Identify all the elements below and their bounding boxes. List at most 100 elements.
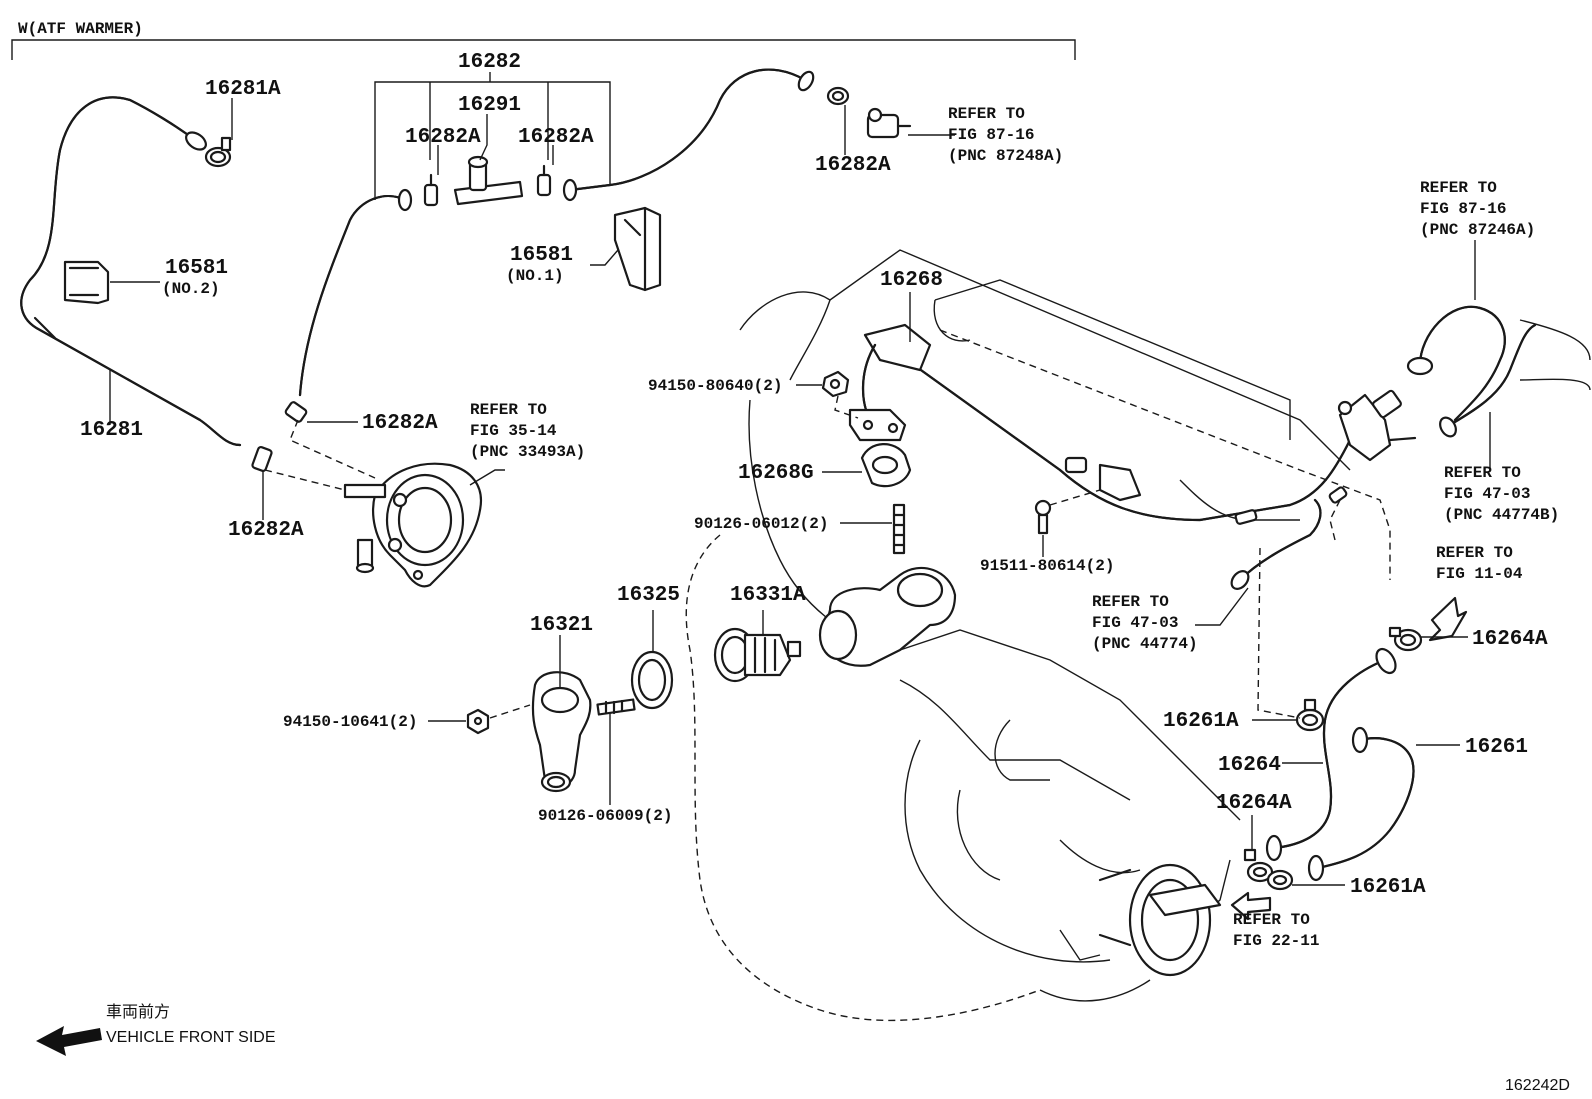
- hose-bracket-16581-no2: [63, 260, 110, 305]
- svg-text:FIG 35-14: FIG 35-14: [470, 422, 557, 440]
- water-inlet-housing: [818, 566, 957, 667]
- svg-text:FIG 22-11: FIG 22-11: [1233, 932, 1319, 950]
- ref-22-11: REFER TO FIG 22-11: [1233, 911, 1319, 950]
- gasket-16268g: [860, 443, 912, 488]
- svg-text:(PNC 33493A): (PNC 33493A): [470, 443, 585, 461]
- label-16291: 16291: [458, 94, 521, 117]
- label-16282: 16282: [458, 51, 521, 74]
- label-16331a: 16331A: [730, 584, 806, 607]
- stud-90126-06009: [596, 698, 636, 716]
- svg-text:FIG 47-03: FIG 47-03: [1092, 614, 1178, 632]
- label-16321: 16321: [530, 614, 593, 637]
- label-90126-06009: 90126-06009(2): [538, 807, 672, 825]
- water-junction: [1337, 389, 1417, 462]
- gasket-16325: [630, 650, 674, 710]
- ref-47-03-mid: REFER TO FIG 47-03 (PNC 44774): [1092, 593, 1198, 653]
- svg-text:(PNC 44774B): (PNC 44774B): [1444, 506, 1559, 524]
- hose-clamp-right-mid: [1234, 486, 1348, 525]
- label-16282a-3: 16282A: [815, 154, 891, 177]
- hose-clamp-16281a: [204, 136, 232, 168]
- hose-clamp-16282a-top-right: [826, 86, 850, 106]
- label-16261: 16261: [1465, 736, 1528, 759]
- section-title: W(ATF WARMER): [18, 20, 143, 38]
- label-16581-no2-sub: (NO.2): [162, 280, 220, 298]
- svg-text:REFER TO: REFER TO: [1444, 464, 1521, 482]
- svg-text:REFER TO: REFER TO: [948, 105, 1025, 123]
- label-90126-06012: 90126-06012(2): [694, 515, 828, 533]
- label-16581-no1-sub: (NO.1): [506, 267, 564, 285]
- label-16261a-2: 16261A: [1350, 876, 1426, 899]
- water-inlet-16321: [531, 671, 592, 793]
- hose-bracket-16581-no1: [613, 206, 662, 292]
- leader-lines: [109, 72, 1491, 886]
- svg-text:(PNC 87248A): (PNC 87248A): [948, 147, 1063, 165]
- dashed-link-nut-2: [489, 704, 531, 719]
- label-16282a-2: 16282A: [518, 126, 594, 149]
- hose-16264: [1265, 647, 1397, 862]
- water-outlet: [1098, 863, 1222, 977]
- label-16282a-4: 16282A: [362, 412, 438, 435]
- front-direction-arrow-icon: [36, 1026, 102, 1056]
- label-16281a: 16281A: [205, 78, 281, 101]
- dashed-link-warmer-2: [264, 469, 346, 491]
- ref-87-16-top: REFER TO FIG 87-16 (PNC 87248A): [948, 105, 1063, 165]
- dashed-link-nut: [834, 395, 859, 419]
- hose-clamp-16282a-upper-left: [423, 173, 439, 207]
- bolt-91511-80614: [1034, 499, 1052, 535]
- dashed-link-bolt: [1049, 489, 1101, 506]
- svg-text:REFER TO: REFER TO: [470, 401, 547, 419]
- svg-text:FIG 11-04: FIG 11-04: [1436, 565, 1523, 583]
- ref-87-16-right: REFER TO FIG 87-16 (PNC 87246A): [1420, 179, 1535, 239]
- label-16281: 16281: [80, 419, 143, 442]
- hose-44774: [1230, 498, 1322, 590]
- dashed-link-right: [1257, 547, 1301, 719]
- label-16282a-1: 16282A: [405, 126, 481, 149]
- vacuum-valve-87248a: [866, 107, 912, 139]
- hose-16282: [298, 68, 815, 397]
- label-94150-80640: 94150-80640(2): [648, 377, 782, 395]
- svg-text:(PNC 87246A): (PNC 87246A): [1420, 221, 1535, 239]
- label-16264a-1: 16264A: [1472, 628, 1548, 651]
- hose-44774b: [1439, 323, 1537, 438]
- section-bracket: [11, 39, 1076, 60]
- dashed-boundary: [685, 534, 1041, 1022]
- hose-16261: [1307, 726, 1415, 882]
- hose-clamp-16264a-top: [1388, 626, 1423, 652]
- label-16268: 16268: [880, 269, 943, 292]
- label-16268g: 16268G: [738, 462, 814, 485]
- ref-47-03-right: REFER TO FIG 47-03 (PNC 44774B): [1444, 464, 1559, 524]
- thermostat-16331a: [713, 627, 802, 683]
- svg-text:FIG 87-16: FIG 87-16: [1420, 200, 1506, 218]
- figure-code: 162242D: [1505, 1077, 1570, 1094]
- water-bypass-pipe-16268: [848, 323, 1392, 522]
- nut-94150-10641: [466, 708, 490, 735]
- svg-text:FIG 87-16: FIG 87-16: [948, 126, 1034, 144]
- svg-text:REFER TO: REFER TO: [1233, 911, 1310, 929]
- label-91511-80614: 91511-80614(2): [980, 557, 1114, 575]
- stud-90126-06012: [892, 503, 906, 555]
- front-side-en: VEHICLE FRONT SIDE: [106, 1029, 276, 1046]
- hose-clamp-16282a-upper-mid: [536, 164, 552, 197]
- label-16261a-1: 16261A: [1163, 710, 1239, 733]
- label-16264a-2: 16264A: [1216, 792, 1292, 815]
- label-16581-no1: 16581: [510, 244, 573, 267]
- atf-warmer: [343, 462, 483, 588]
- dashed-boundary-right: [1329, 499, 1341, 541]
- svg-text:(PNC 44774): (PNC 44774): [1092, 635, 1198, 653]
- label-16581-no2: 16581: [165, 257, 228, 280]
- dashed-boundary-upper: [939, 329, 1391, 580]
- ref-35-14: REFER TO FIG 35-14 (PNC 33493A): [470, 401, 585, 461]
- svg-text:REFER TO: REFER TO: [1436, 544, 1513, 562]
- hose-clamp-16282a-left-mid: [284, 401, 308, 423]
- hose-clamp-16261a-bottom: [1266, 869, 1294, 891]
- label-16282a-5: 16282A: [228, 519, 304, 542]
- svg-text:REFER TO: REFER TO: [1092, 593, 1169, 611]
- svg-text:REFER TO: REFER TO: [1420, 179, 1497, 197]
- hose-87246a: [1406, 305, 1506, 422]
- hose-clamp-16282a-left-lower: [251, 446, 273, 472]
- nut-94150-80640: [821, 370, 850, 398]
- label-16325: 16325: [617, 584, 680, 607]
- front-side-jp: 車両前方: [106, 1003, 170, 1021]
- label-94150-10641: 94150-10641(2): [283, 713, 417, 731]
- label-16264: 16264: [1218, 754, 1281, 777]
